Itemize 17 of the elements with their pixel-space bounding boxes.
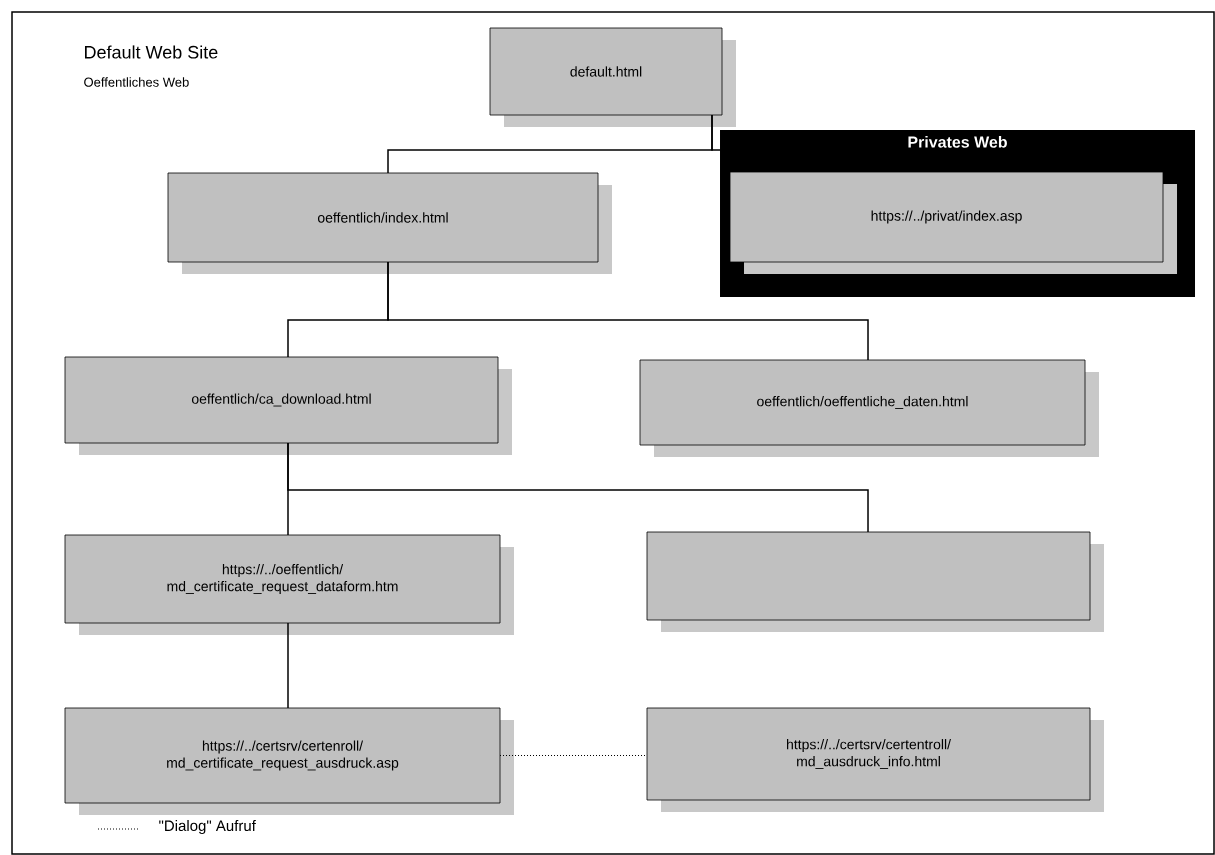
page-box: oeffentlich/ca_download.html xyxy=(64,356,512,455)
subtitle: Oeffentliches Web xyxy=(84,77,189,87)
page-box: default.html xyxy=(489,27,736,127)
page-box: https://../privat/index.asp xyxy=(729,171,1177,274)
connector-line xyxy=(287,622,289,709)
page-box: oeffentlich/oeffentliche_daten.html xyxy=(639,359,1099,457)
connector-line xyxy=(287,442,869,533)
connector-line xyxy=(711,114,721,151)
page-box: https://../oeffentlich/ md_certificate_request_dataform.htm xyxy=(64,534,514,635)
title: Default Web Site xyxy=(85,45,218,59)
page-box xyxy=(646,531,1104,632)
connector-line xyxy=(387,261,869,361)
page-box: https://../certsrv/certentroll/ md_ausdruck_info.html xyxy=(646,707,1104,812)
page-box: oeffentlich/index.html xyxy=(167,172,612,274)
dotted-connector xyxy=(499,755,648,756)
page-box: https://../certsrv/certenroll/ md_certificate_request_ausdruck.asp xyxy=(64,707,514,815)
legend-text: "Dialog" Aufruf xyxy=(159,820,256,834)
